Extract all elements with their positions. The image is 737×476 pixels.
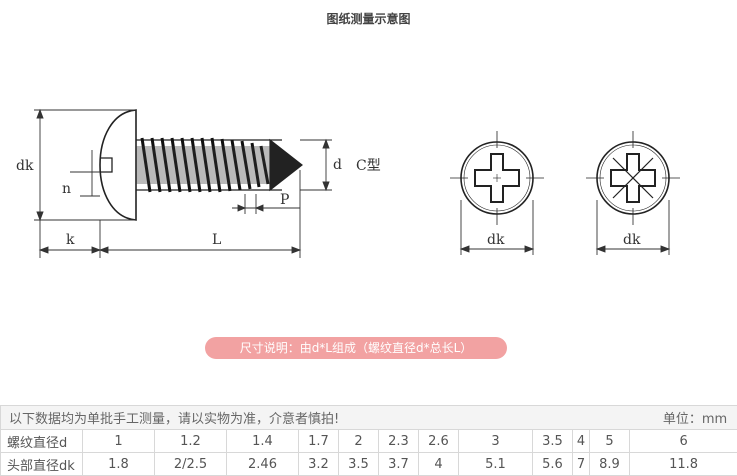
table-cell: 5.6 [533,453,573,476]
table-cell: 1 [83,430,155,453]
table-cell: 3.7 [379,453,419,476]
table-cell: 4 [573,430,590,453]
pozi-dk-label: dk [623,232,641,248]
table-cell: 3.2 [299,453,339,476]
size-explanation-banner: 尺寸说明：由d*L组成（螺纹直径d*总长L） [205,337,507,359]
d-label: d [333,157,342,173]
table-cell: 7 [573,453,590,476]
n-label: n [62,181,71,197]
table-cell: 1.7 [299,430,339,453]
table-cell: 11.8 [630,453,737,476]
table-header-row: 以下数据均为单批手工测量，请以实物为准，介意者慎拍! 单位：mm [1,406,737,430]
table-cell: 5.1 [459,453,533,476]
phillips-dk-label: dk [487,232,505,248]
table-cell: 2.46 [227,453,299,476]
table-cell: 3.5 [533,430,573,453]
P-label: P [280,192,289,208]
table-cell: 3.5 [339,453,379,476]
unit-label: 单位：mm [663,408,737,427]
table-cell: 6 [630,430,737,453]
c-type-label: C型 [356,158,381,174]
table-cell: 2.3 [379,430,419,453]
L-label: L [212,232,221,248]
screw-drawing: dk n k L d P C型 dk [0,0,737,330]
screw-side-view [100,110,302,220]
table-cell: 1.2 [155,430,227,453]
table-cell: 2 [339,430,379,453]
row-label: 螺纹直径d [1,430,83,453]
table-note: 以下数据均为单批手工测量，请以实物为准，介意者慎拍! [9,412,339,427]
table-cell: 4 [419,453,459,476]
table-cell: 3 [459,430,533,453]
dk-label: dk [16,158,34,174]
table-cell: 2.6 [419,430,459,453]
table-cell: 2/2.5 [155,453,227,476]
phillips-head-view [450,131,544,225]
k-label: k [66,232,75,248]
table-cell: 1.4 [227,430,299,453]
table-row: 头部直径dk 1.8 2/2.5 2.46 3.2 3.5 3.7 4 5.1 … [1,453,737,476]
table-cell: 1.8 [83,453,155,476]
table-row: 螺纹直径d 1 1.2 1.4 1.7 2 2.3 2.6 3 3.5 4 5 … [1,430,737,453]
spec-table: 以下数据均为单批手工测量，请以实物为准，介意者慎拍! 单位：mm 螺纹直径d 1… [0,405,737,476]
table-cell: 8.9 [590,453,630,476]
row-label: 头部直径dk [1,453,83,476]
pozi-head-view [586,131,680,225]
table-cell: 5 [590,430,630,453]
